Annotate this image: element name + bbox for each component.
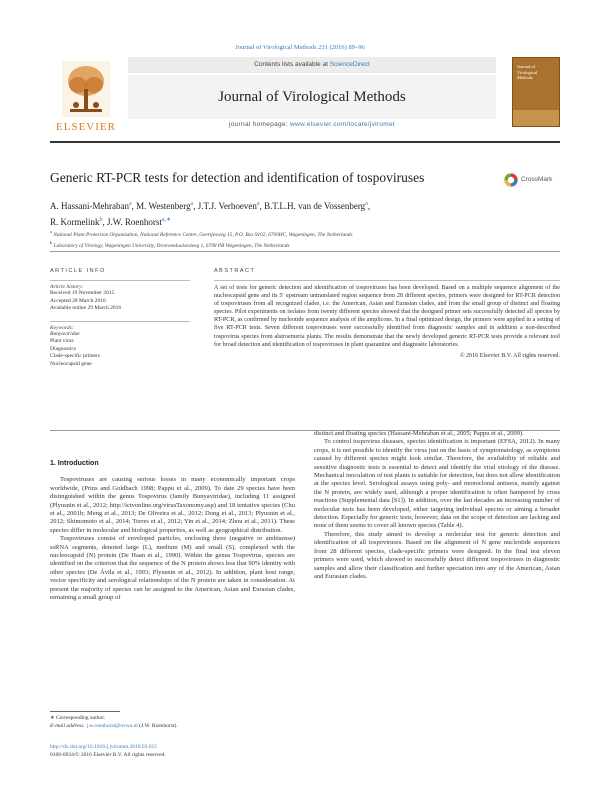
homepage-link[interactable]: www.elsevier.com/locate/jviromet [290, 121, 396, 128]
author-name[interactable]: M. Westenberg [136, 201, 191, 211]
keyword: Bunyaviridae [50, 330, 80, 337]
affiliation-text: Laboratory of Virology, Wageningen Unive… [53, 242, 290, 249]
author-name[interactable]: J.W. Roenhorst [107, 217, 162, 227]
author-affiliation-mark: a [190, 201, 194, 207]
author-list: A. Hassani-Mehrabana, M. Westenberga, J.… [50, 201, 371, 227]
contents-bar: Contents lists available at ScienceDirec… [128, 57, 496, 73]
affiliation-item: b Laboratory of Virology, Wageningen Uni… [50, 239, 550, 250]
keyword: Clade-specific primers [50, 353, 100, 359]
affiliation-text: National Plant Protection Organization, … [53, 231, 353, 238]
email-label: E-mail address: [50, 722, 86, 729]
section-heading-introduction: 1. Introduction [50, 460, 99, 467]
elsevier-tree-icon [62, 61, 110, 117]
affiliations: a National Plant Protection Organization… [50, 228, 550, 250]
body-paragraph: To control tospovirus diseases, species … [314, 438, 560, 530]
issn-line: 0166-0934/© 2016 Elsevier B.V. All right… [50, 751, 166, 758]
cover-line: Journal of [517, 64, 536, 69]
author-name[interactable]: B.T.L.H. van de Vossenberg [264, 201, 366, 211]
body-paragraph: Tospoviruses are causing serious losses … [50, 476, 295, 534]
body-paragraph: distinct and floating species (Hassani-M… [314, 430, 524, 437]
affiliation-mark: b [50, 239, 53, 245]
cover-text: Journal of Virological Methods [517, 64, 537, 81]
abstract-section: ABSTRACT A set of tests for generic dete… [214, 268, 560, 359]
journal-homepage: journal homepage: www.elsevier.com/locat… [128, 121, 496, 128]
journal-title-box: Journal of Virological Methods [128, 75, 496, 119]
section-divider [50, 430, 560, 431]
corresponding-author-note: ∗ Corresponding author. [50, 715, 106, 721]
header-divider [50, 141, 560, 143]
history-online: Available online 29 March 2016 [50, 305, 122, 311]
author-name[interactable]: J.T.J. Verhoeven [197, 201, 257, 211]
journal-header: ELSEVIER Contents lists available at Sci… [50, 57, 560, 137]
author-affiliation-mark: a,∗ [161, 217, 172, 223]
affiliation-mark: a [50, 229, 52, 234]
doi-link[interactable]: http://dx.doi.org/10.1016/j.jviromet.201… [50, 744, 157, 750]
crossmark-icon [503, 172, 519, 188]
journal-reference[interactable]: Journal of Virological Methods 231 (2016… [235, 44, 365, 51]
article-meta-footer: http://dx.doi.org/10.1016/j.jviromet.201… [50, 744, 300, 759]
keyword: Plant virus [50, 338, 74, 344]
author-name[interactable]: R. Kormelink [50, 217, 100, 227]
article-title: Generic RT-PCR tests for detection and i… [50, 170, 425, 185]
body-paragraph: Therefore, this study aimed to develop a… [314, 530, 560, 580]
article-info: ARTICLE INFO Article history: Received 1… [50, 268, 190, 368]
section-divider [50, 251, 560, 252]
author-affiliation-mark: a [365, 201, 368, 207]
cover-line: Methods [517, 75, 533, 80]
crossmark-badge[interactable]: CrossMark [503, 171, 563, 189]
elsevier-wordmark: ELSEVIER [56, 121, 116, 133]
body-column-right: distinct and floating species (Hassani-M… [314, 430, 560, 581]
copyright-notice: © 2016 Elsevier B.V. All rights reserved… [459, 352, 560, 359]
journal-cover-thumbnail[interactable]: Journal of Virological Methods [512, 57, 560, 127]
author-affiliation-mark: a [256, 201, 260, 207]
keywords-label: Keywords: [50, 324, 74, 331]
history-label: Article history: [50, 284, 84, 290]
article-info-heading: ARTICLE INFO [50, 268, 106, 274]
info-divider [50, 320, 190, 322]
homepage-prefix: journal homepage: [228, 121, 291, 128]
elsevier-logo[interactable]: ELSEVIER [50, 59, 122, 135]
abstract-text: A set of tests for generic detection and… [214, 285, 560, 348]
cover-strip [513, 110, 559, 126]
keyword: Diagnostics [50, 345, 76, 352]
journal-banner: Contents lists available at ScienceDirec… [128, 57, 496, 135]
author-name[interactable]: A. Hassani-Mehraban [50, 201, 129, 211]
email-line: E-mail address: j.w.roenhorst@nvwa.nl (J… [50, 723, 300, 731]
history-received: Received 19 November 2015 [50, 290, 115, 296]
info-divider [50, 280, 190, 281]
abstract-heading: ABSTRACT [214, 268, 256, 274]
history-accepted: Accepted 28 March 2016 [50, 297, 106, 304]
body-column-left: 1. Introduction Tospoviruses are causing… [50, 460, 295, 603]
body-paragraph: Tospoviruses consist of enveloped partic… [50, 535, 295, 602]
affiliation-item: a National Plant Protection Organization… [50, 228, 550, 239]
sciencedirect-link[interactable]: ScienceDirect [329, 61, 370, 68]
author-affiliation-mark: b [99, 217, 103, 223]
abstract-divider [214, 280, 560, 281]
author-affiliation-mark: a [128, 201, 132, 207]
cover-line: Virological [517, 69, 538, 75]
crossmark-label: CrossMark [521, 176, 553, 183]
journal-title: Journal of Virological Methods [218, 89, 406, 105]
contents-prefix: Contents lists available at [254, 61, 330, 68]
footnote-divider [50, 711, 120, 712]
email-link[interactable]: j.w.roenhorst@nvwa.nl [86, 722, 138, 729]
email-suffix: (J.W. Roenhorst). [139, 722, 178, 729]
keyword: Nucleocapsid gene [50, 360, 92, 367]
footnotes: ∗ Corresponding author. E-mail address: … [50, 715, 300, 730]
